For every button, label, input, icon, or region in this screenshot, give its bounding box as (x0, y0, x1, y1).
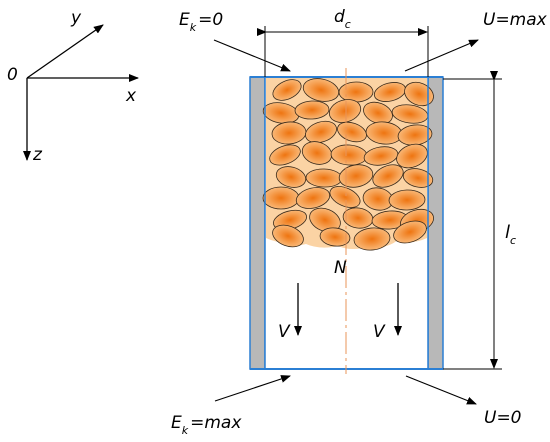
particle (295, 187, 331, 209)
particle (319, 227, 351, 247)
particle (404, 81, 434, 107)
left-wall (249, 76, 266, 370)
velocity-left-label: V (278, 322, 291, 342)
particle-bed (262, 78, 434, 251)
dimension-lc: lc (443, 71, 516, 370)
u-max-arrow (404, 39, 479, 72)
particle (393, 220, 427, 244)
particle (262, 186, 300, 210)
particle (269, 144, 301, 166)
u-max-label: U=max (483, 10, 548, 30)
coordinate-axes: 0 x y z (7, 8, 139, 165)
particle (353, 227, 391, 251)
ek-zero-label: Ek=0 (179, 10, 223, 34)
ek-zero-arrow (213, 39, 291, 72)
u-max-annotation: U=max (404, 10, 548, 72)
u-zero-arrow (405, 375, 477, 405)
particle (337, 121, 367, 143)
particle (309, 207, 341, 233)
particle (302, 78, 340, 102)
ek-max-annotation: Ek=max (171, 375, 291, 437)
y-axis-line (26, 24, 104, 79)
particle (272, 79, 302, 101)
particle (338, 81, 374, 103)
particle (301, 141, 333, 165)
particle (305, 120, 337, 144)
dc-label: dc (334, 7, 351, 31)
velocity-left: V (278, 283, 302, 342)
ek-zero-annotation: Ek=0 (179, 10, 291, 72)
origin-label: 0 (7, 65, 18, 85)
particle (338, 164, 374, 188)
u-zero-label: U=0 (484, 408, 522, 428)
particle (275, 166, 307, 188)
particle (328, 99, 362, 123)
ek-max-arrow (214, 375, 291, 402)
particle (396, 143, 428, 169)
x-axis-label: x (125, 86, 137, 106)
particle (272, 224, 304, 248)
particle (372, 164, 404, 188)
velocity-right: V (373, 283, 402, 342)
ek-max-label: Ek=max (171, 413, 242, 437)
particle (329, 186, 361, 208)
particle (363, 146, 399, 166)
particle (294, 100, 330, 120)
velocity-right-label: V (373, 322, 386, 342)
particle (402, 168, 434, 188)
y-axis-label: y (70, 8, 82, 28)
n-label: N (334, 258, 347, 278)
z-axis-label: z (32, 145, 43, 165)
u-zero-annotation: U=0 (405, 375, 522, 428)
dimension-dc: dc (257, 7, 429, 77)
particle (363, 101, 393, 125)
particle (388, 189, 426, 211)
lc-label: lc (505, 222, 516, 247)
